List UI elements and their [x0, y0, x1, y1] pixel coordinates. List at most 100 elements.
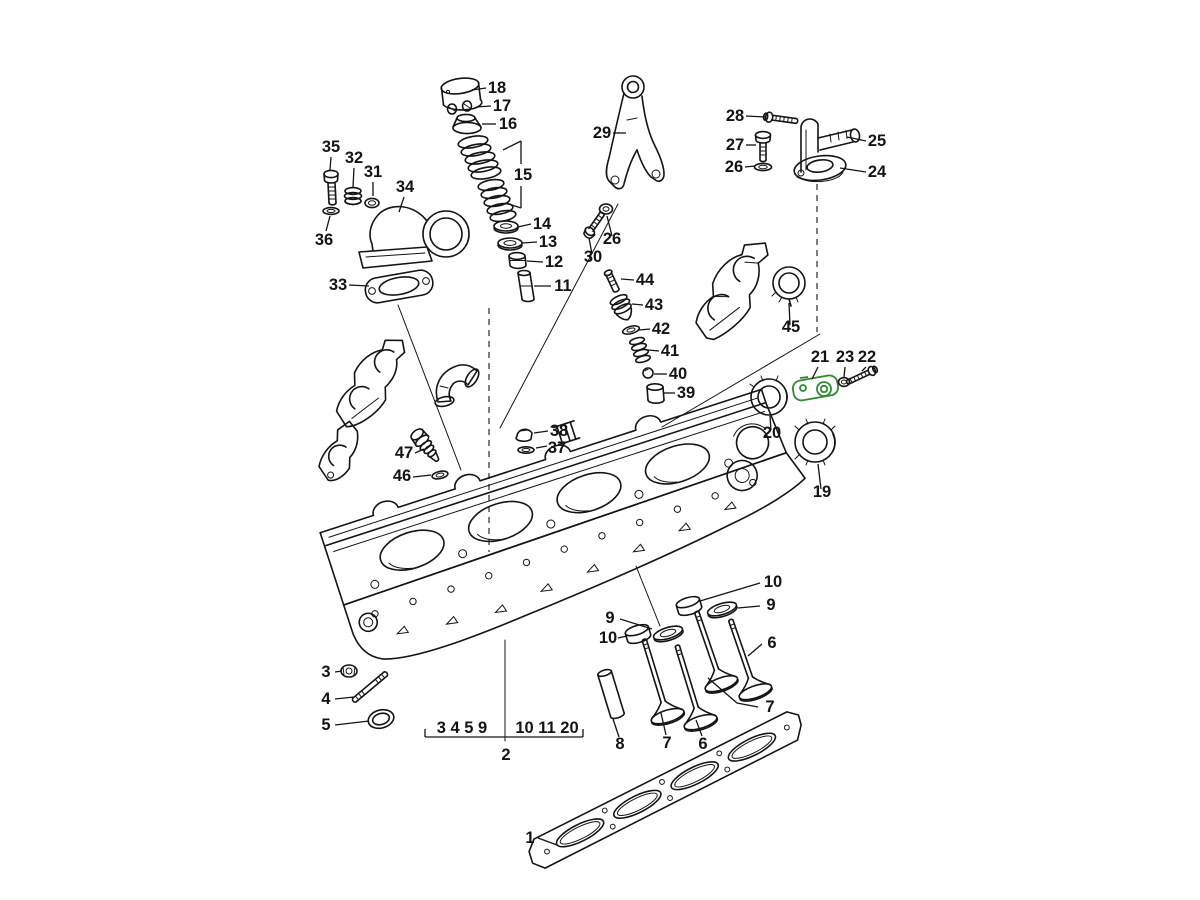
part-manifold-flange-upper [695, 242, 769, 341]
callout-10-left: 10 [599, 629, 617, 647]
callout-17: 17 [493, 97, 511, 115]
callout-31: 31 [364, 163, 382, 181]
part-vent-fitting-25-24 [793, 118, 861, 183]
callout-47: 47 [395, 444, 413, 462]
part-cap-nut-38 [515, 428, 533, 443]
part-head-gasket-1 [528, 711, 802, 869]
part-washer-42 [621, 325, 641, 335]
bracket-left-numbers: 3 4 5 9 [437, 719, 487, 737]
part-valve-springs-15 [457, 135, 517, 223]
callout-30: 30 [584, 248, 602, 266]
part-cylinder-head-body [319, 388, 806, 660]
callout-labels: 18 17 16 15 14 13 12 11 35 32 31 34 36 3… [315, 79, 887, 847]
callout-19: 19 [813, 483, 831, 501]
callout-5: 5 [321, 716, 330, 734]
part-rotator-10-left [624, 623, 652, 645]
callout-21: 21 [811, 348, 829, 366]
callout-12: 12 [545, 253, 563, 271]
callout-6-left: 6 [698, 735, 707, 753]
leader-lines [325, 87, 867, 846]
part-manifold-flange-left-upper [335, 339, 406, 428]
callout-13: 13 [539, 233, 557, 251]
callout-1: 1 [525, 829, 534, 847]
part-retainer-plate-21-highlighted [791, 374, 840, 402]
callout-40: 40 [669, 365, 687, 383]
part-washer-36 [322, 206, 340, 216]
part-manifold-flange-left-lower [318, 420, 359, 482]
bracket-right-numbers: 10 11 20 [515, 719, 578, 737]
part-valve-7-left [641, 638, 686, 726]
callout-7-right: 7 [765, 698, 774, 716]
bracket-15 [502, 140, 522, 209]
callout-35: 35 [322, 138, 340, 156]
part-spring-seat-9-left [652, 625, 684, 643]
callout-32: 32 [345, 149, 363, 167]
callout-9-left: 9 [605, 609, 614, 627]
callout-20: 20 [763, 424, 781, 442]
part-seal-32 [343, 186, 363, 206]
callout-45: 45 [782, 318, 800, 336]
callout-26-left: 26 [603, 230, 621, 248]
part-valve-guide-11 [517, 269, 535, 303]
part-oring-31 [364, 197, 380, 209]
part-water-neck-34 [358, 205, 470, 269]
part-spring-retainer-16 [452, 113, 482, 135]
callout-16: 16 [499, 115, 517, 133]
part-seal-ring-5 [367, 708, 395, 730]
part-stud-4 [351, 671, 389, 703]
part-dowel-pin-8 [597, 668, 625, 720]
part-elbow-pipe [434, 364, 480, 408]
callout-44: 44 [636, 271, 655, 289]
callout-34: 34 [396, 178, 415, 196]
part-keepers-17 [446, 100, 473, 115]
part-bracket-29 [605, 75, 665, 190]
callout-22: 22 [858, 348, 876, 366]
callout-39: 39 [677, 384, 695, 402]
callout-11: 11 [554, 277, 571, 295]
part-valve-stem-seal-12 [508, 251, 527, 270]
callout-37: 37 [548, 439, 566, 457]
callout-3: 3 [321, 663, 330, 681]
callout-28: 28 [726, 107, 744, 125]
callout-8: 8 [615, 735, 624, 753]
part-washer-37 [517, 445, 535, 454]
part-valve-6-right [728, 618, 773, 702]
part-bolt-35 [323, 169, 339, 206]
part-spring-seat-9-right [706, 601, 738, 619]
part-gasket-33 [364, 269, 434, 304]
part-rotator-10-right [675, 595, 703, 617]
callout-10-right: 10 [764, 573, 782, 591]
callout-7-left: 7 [662, 734, 671, 752]
part-nut-3 [340, 664, 358, 678]
callout-46: 46 [393, 467, 411, 485]
part-screw-27 [754, 130, 772, 163]
callout-29: 29 [593, 124, 611, 142]
callout-25: 25 [868, 132, 886, 150]
part-seal-ring-45 [771, 266, 806, 307]
part-bucket-39 [646, 382, 665, 404]
part-screw-28 [762, 111, 799, 125]
callout-2: 2 [501, 746, 510, 764]
callout-24: 24 [868, 163, 887, 181]
part-screw-30 [583, 211, 605, 240]
part-tappet-18 [440, 77, 483, 111]
part-ball-40 [642, 367, 654, 379]
part-washer-26 [753, 162, 773, 172]
part-temp-sensor-47 [410, 428, 440, 463]
part-spring-seat-14 [493, 220, 519, 234]
callout-14: 14 [533, 215, 552, 233]
part-threaded-plug-19 [794, 418, 836, 466]
construction-lines [397, 184, 821, 742]
callout-4: 4 [321, 690, 331, 708]
part-washer-46 [431, 470, 449, 480]
callout-42: 42 [652, 320, 670, 338]
part-valve-6-left [674, 644, 719, 732]
part-plug-43 [609, 293, 633, 321]
callout-41: 41 [661, 342, 679, 360]
callout-18: 18 [488, 79, 506, 97]
callout-9-right: 9 [766, 596, 775, 614]
callout-36: 36 [315, 231, 333, 249]
part-spring-seat-13 [497, 237, 523, 251]
